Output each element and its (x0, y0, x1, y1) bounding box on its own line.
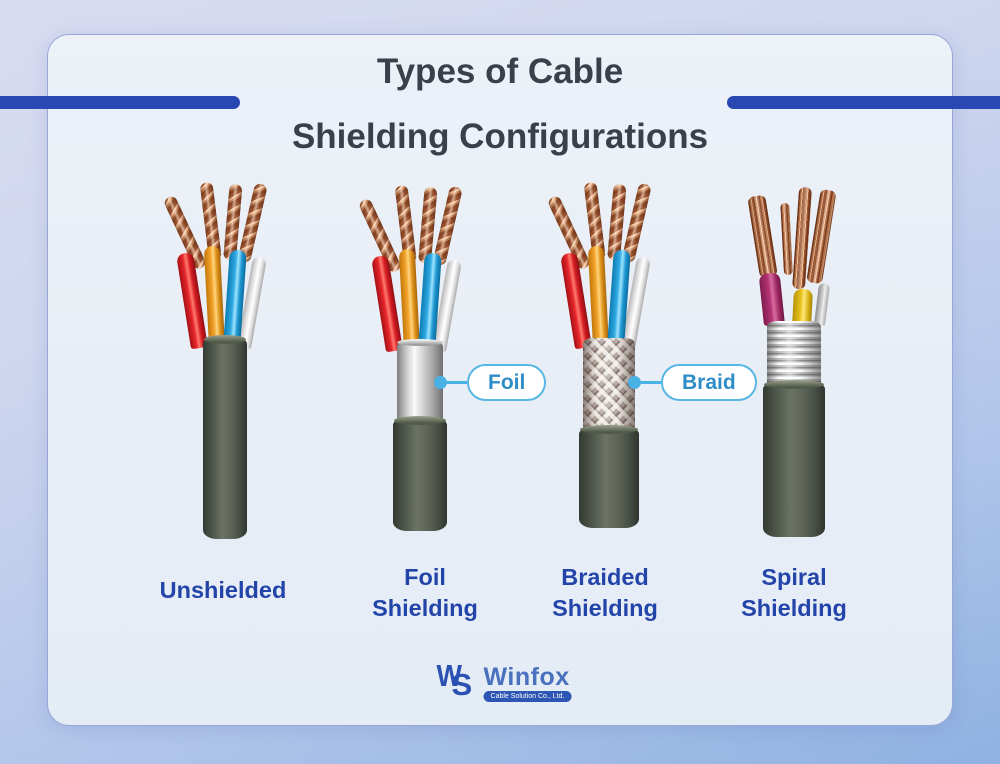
magenta-wire-icon (758, 272, 785, 327)
cable-figure-braided-shielding (529, 181, 689, 558)
cable-jacket (579, 425, 639, 528)
logo-text: Winfox Cable Solution Co., Ltd. (483, 663, 572, 702)
braid-shield-layer (583, 338, 635, 432)
cable-label-unshielded: Unshielded (123, 575, 323, 606)
cable-jacket (393, 416, 447, 531)
callout-line (447, 381, 467, 384)
wire-bundle (734, 186, 854, 328)
braid-callout-label: Braid (661, 364, 757, 401)
callout-dot-icon (434, 376, 447, 389)
label-line: Foil (404, 564, 446, 590)
label-line: Shielding (372, 595, 478, 621)
winfox-logo: W S Winfox Cable Solution Co., Ltd. (437, 659, 572, 703)
cable-label-spiral-shielding: Spiral Shielding (694, 562, 894, 624)
label-line: Shielding (741, 595, 847, 621)
cable-jacket (203, 335, 247, 539)
spiral-shield-layer (767, 321, 821, 387)
cable-figure-unshielded (145, 181, 305, 558)
label-line: Braided (561, 564, 649, 590)
wire-bundle (357, 184, 480, 353)
wire-bundle (162, 181, 285, 350)
winfox-monogram-icon: W S (437, 659, 477, 703)
cable-label-braided-shielding: Braided Shielding (505, 562, 705, 624)
callout-dot-icon (628, 376, 641, 389)
foil-callout: Foil (434, 364, 547, 401)
title-line-2: Shielding Configurations (291, 117, 709, 156)
gray-wire-icon (814, 282, 831, 326)
cable-jacket (763, 380, 825, 537)
infographic-card: Types of Cable Shielding Configurations (47, 34, 953, 726)
label-line: Spiral (761, 564, 827, 590)
monogram-w: W (436, 659, 463, 693)
cable-label-foil-shielding: Foil Shielding (325, 562, 525, 624)
cable-figure-spiral-shielding (714, 186, 874, 561)
title-line-1: Types of Cable (376, 52, 624, 91)
logo-tagline: Cable Solution Co., Ltd. (483, 691, 572, 702)
label-line: Shielding (552, 595, 658, 621)
label-line: Unshielded (159, 577, 287, 603)
copper-strand-icon (780, 202, 793, 276)
page-title: Types of Cable Shielding Configurations (48, 51, 952, 158)
braid-callout: Braid (628, 364, 757, 401)
orange-wire-icon (587, 245, 609, 347)
orange-wire-icon (398, 248, 420, 350)
wire-bundle (546, 181, 669, 350)
foil-callout-label: Foil (467, 364, 547, 401)
callout-line (641, 381, 661, 384)
logo-name: Winfox (483, 663, 570, 691)
decor-bar-left (0, 96, 240, 109)
copper-strand-icon (747, 194, 778, 279)
decor-bar-right (727, 96, 1000, 109)
orange-wire-icon (203, 245, 225, 347)
monogram-s: S (451, 667, 473, 702)
